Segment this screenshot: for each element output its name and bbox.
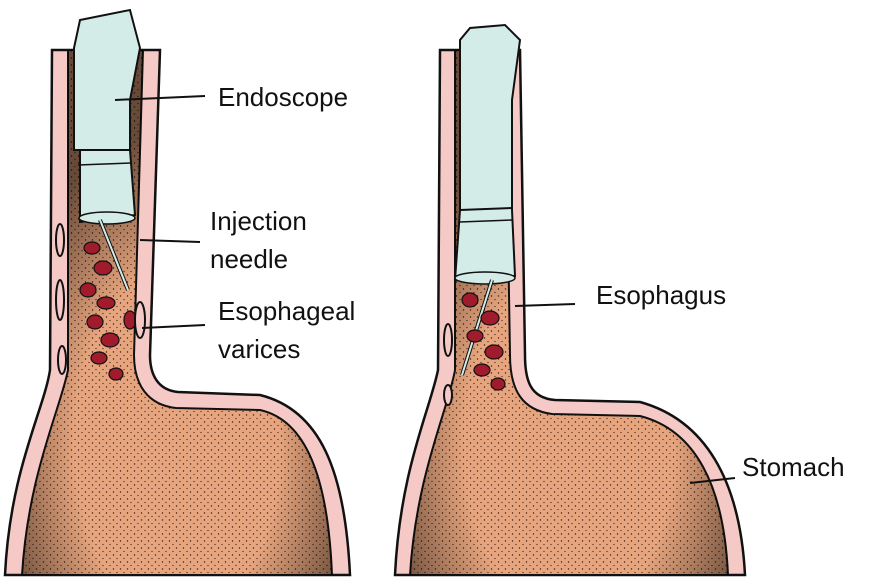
endoscope-tube-right bbox=[453, 23, 522, 282]
left-panel bbox=[3, 8, 352, 577]
esophageal-varices-left bbox=[79, 241, 137, 381]
label-esophagus: Esophagus bbox=[596, 280, 726, 310]
label-stomach: Stomach bbox=[742, 452, 845, 482]
label-endoscope: Endoscope bbox=[218, 82, 348, 112]
right-panel bbox=[393, 23, 747, 577]
esophageal-varices-right bbox=[461, 292, 506, 391]
endoscope-tube-left bbox=[73, 8, 142, 224]
label-injection-needle-line1: Injection bbox=[210, 206, 307, 236]
label-esophageal-varices-line1: Esophageal bbox=[218, 296, 355, 326]
label-esophageal-varices-line2: varices bbox=[218, 334, 300, 364]
label-injection-needle-line2: needle bbox=[210, 244, 288, 274]
